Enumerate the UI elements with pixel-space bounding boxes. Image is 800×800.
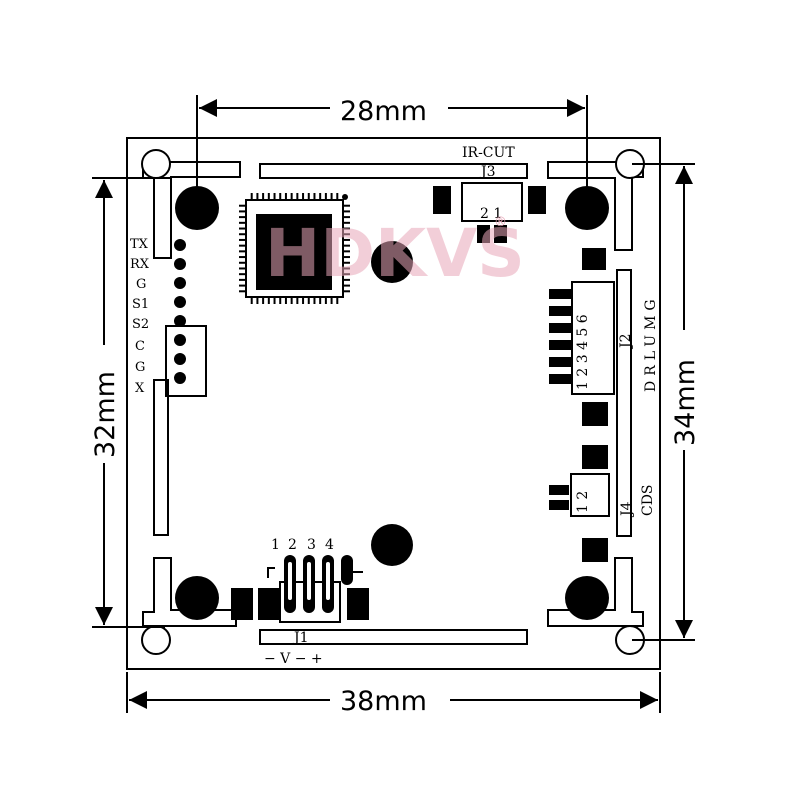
brand-watermark: HDKVS ®: [265, 215, 525, 292]
uart-label-rx: RX: [130, 257, 150, 272]
j1-pin-4: 4: [325, 537, 334, 553]
uart-label-g: G: [136, 277, 146, 292]
main-ic-chip: [239, 193, 350, 304]
j1-pin-3: 3: [307, 537, 316, 553]
uart-label-c: C: [135, 339, 145, 354]
j1-polarity: − V − +: [264, 651, 323, 667]
j3-pins: 2 1: [480, 206, 502, 222]
j1-label: J1: [292, 630, 309, 646]
connector-j4: 1 2 J4 CDS: [549, 473, 656, 562]
dimension-left: 32mm: [90, 371, 121, 458]
j2-pins: 1 2 3 4 5 6: [575, 314, 591, 390]
dimension-bottom: 38mm: [340, 686, 427, 717]
j1-pin-1: 1: [271, 537, 280, 553]
j2-signals: DRLUMG: [643, 294, 659, 392]
uart-label-tx: TX: [130, 237, 149, 252]
uart-label-s2: S2: [132, 317, 149, 332]
dimension-top: 28mm: [340, 96, 427, 127]
watermark-registered: ®: [494, 215, 507, 230]
j4-pins: 1 2: [575, 491, 591, 513]
j2-label: J2: [618, 333, 634, 350]
j3-title: IR-CUT: [462, 145, 515, 161]
j3-label: J3: [479, 164, 496, 180]
j4-signal: CDS: [640, 484, 656, 516]
uart-header: TX RX G S1 S2 C G X: [130, 237, 207, 397]
connector-j3: IR-CUT J3 2 1: [433, 145, 546, 243]
connector-j1: 1 2 3 4 J1 − V − +: [231, 537, 369, 667]
j1-pin-2: 2: [288, 537, 297, 553]
dimension-right: 34mm: [670, 359, 701, 446]
uart-label-s1: S1: [132, 297, 149, 312]
uart-label-x: X: [135, 381, 145, 396]
connector-j2: 1 2 3 4 5 6 J2 DRLUMG: [549, 248, 659, 469]
watermark-text: HDKVS: [265, 215, 525, 292]
j4-label: J4: [619, 501, 635, 518]
uart-label-g2: G: [135, 360, 145, 375]
